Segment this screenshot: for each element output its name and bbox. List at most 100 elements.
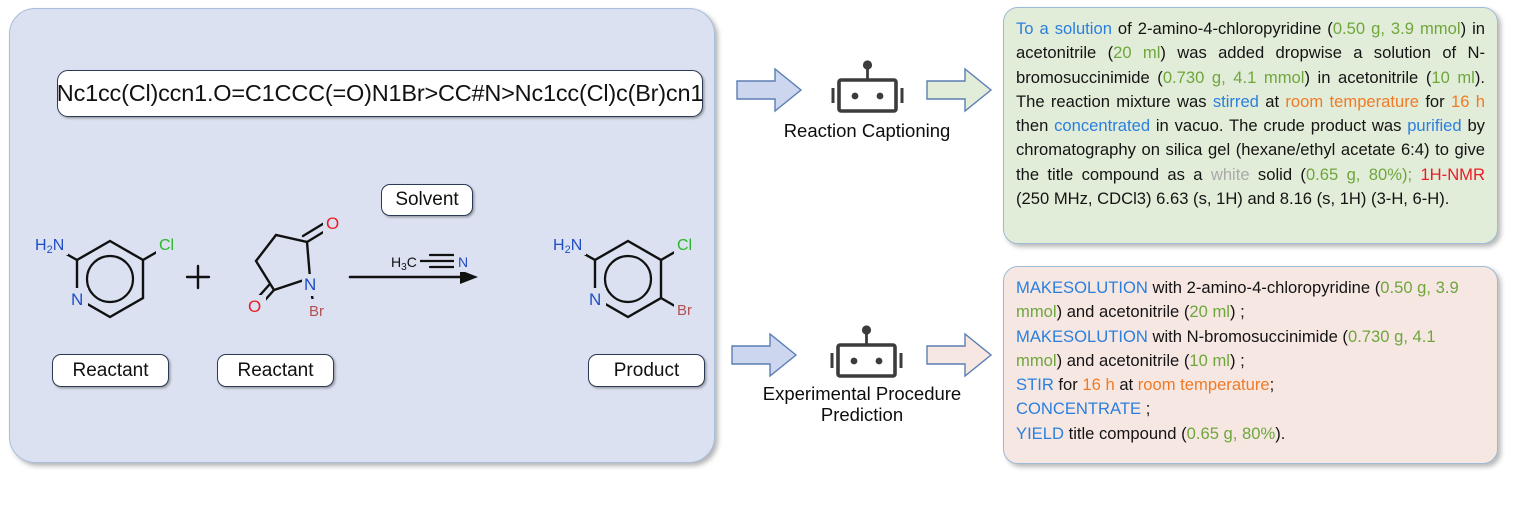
text-segment-green: 0.50 g, 3.9 mmol	[1332, 19, 1461, 38]
pipeline-2-caption-line2: Prediction	[820, 404, 904, 426]
text-segment-black: for	[1419, 91, 1451, 111]
text-segment-blue: CONCENTRATE	[1016, 399, 1142, 419]
pipeline-experimental-procedure-prediction: Experimental Procedure Prediction	[730, 325, 1000, 435]
text-segment-blue: To a solution	[1016, 19, 1112, 38]
text-segment-orange: 16 h	[1082, 375, 1115, 395]
text-segment-green: 10 ml	[1189, 350, 1230, 370]
text-segment-orange: room temperature	[1285, 91, 1419, 111]
text-segment-black: ).	[1275, 423, 1286, 443]
text-segment-green: 10 ml	[1431, 67, 1475, 87]
atom-label-n-reactant2: N	[304, 275, 316, 294]
procedure-step-line: STIR for 16 h at room temperature;	[1016, 373, 1485, 397]
reaction-scheme-diagram: H2N Cl N O O N Br H3C N H2N Cl N Br	[34, 212, 702, 321]
reaction-caption-text: To a solution of 2-amino-4-chloropyridin…	[1016, 19, 1485, 208]
text-segment-green: 0.730 g, 4.1 mmol	[1016, 326, 1436, 370]
text-segment-grey: white	[1210, 164, 1250, 184]
text-segment-green: 0.65 g, 80%);	[1305, 164, 1413, 184]
pipeline-1-caption: Reaction Captioning	[783, 120, 951, 141]
atom-label-n-reactant1: N	[71, 290, 83, 309]
experimental-procedure-output-box: MAKESOLUTION with 2-amino-4-chloropyridi…	[1003, 266, 1498, 464]
solvent-label: Solvent	[381, 184, 473, 216]
text-segment-black: solid (	[1249, 164, 1306, 184]
text-segment-green: 20 ml	[1113, 43, 1161, 63]
text-segment-black: of 2-amino-4-chloropyridine (	[1111, 19, 1333, 38]
text-segment-black: ) ;	[1229, 350, 1245, 370]
text-segment-red: 1H-NMR	[1420, 164, 1485, 184]
text-segment-blue: YIELD	[1016, 423, 1064, 443]
atom-label-br-reactant2: Br	[309, 303, 324, 320]
text-segment-black: ) in acetonitrile (	[1016, 19, 1485, 63]
text-segment-green: 20 ml	[1189, 302, 1230, 322]
atom-label-h3c-solvent: H3C	[391, 254, 417, 273]
atom-label-cl-product: Cl	[677, 237, 692, 254]
text-segment-black: with N-bromosuccinimide (	[1147, 326, 1348, 346]
plus-sign-glyph	[185, 264, 211, 290]
atom-label-br-product: Br	[677, 302, 692, 319]
text-segment-blue: stirred	[1212, 91, 1259, 111]
output-arrow-icon	[926, 332, 993, 378]
text-segment-black: (250 MHz, CDCl3) 6.63 (s, 1H) and 8.16 (…	[1016, 189, 1450, 209]
text-segment-black: ;	[1269, 375, 1275, 395]
text-segment-black: ) was added dropwise a solution of N-bro…	[1016, 43, 1485, 87]
text-segment-black: for	[1053, 375, 1083, 395]
atom-label-h2n-reactant1: H2N	[35, 237, 64, 256]
text-segment-black: then	[1016, 116, 1055, 136]
text-segment-black: ) and acetonitrile (	[1056, 350, 1190, 370]
robot-icon	[831, 60, 904, 113]
input-arrow-icon	[731, 332, 798, 378]
pipeline-1-graphics	[736, 60, 993, 113]
pipeline-2-caption-line1: Experimental Procedure	[762, 383, 962, 404]
reactant-2-label-text: Reactant	[237, 359, 314, 381]
reaction-caption-output-box: To a solution of 2-amino-4-chloropyridin…	[1003, 7, 1498, 244]
robot-icon	[830, 325, 903, 378]
text-segment-blue: STIR	[1016, 375, 1054, 395]
procedure-step-line: MAKESOLUTION with N-bromosuccinimide (0.…	[1016, 325, 1485, 374]
product-label: Product	[588, 354, 705, 387]
text-segment-blue: purified	[1407, 116, 1462, 136]
text-segment-black: ) and acetonitrile (	[1056, 302, 1190, 322]
text-segment-black: ) in acetonitrile (	[1304, 67, 1432, 87]
experimental-procedure-text: MAKESOLUTION with 2-amino-4-chloropyridi…	[1016, 276, 1485, 446]
text-segment-green: 0.50 g, 3.9 mmol	[1016, 278, 1459, 322]
text-segment-black: in vacuo. The crude product was	[1150, 116, 1408, 136]
output-arrow-icon	[926, 67, 993, 113]
procedure-step-line: CONCENTRATE ;	[1016, 397, 1485, 421]
reaction-panel: Nc1cc(Cl)ccn1.O=C1CCC(=O)N1Br>CC#N>Nc1cc…	[9, 8, 715, 463]
text-segment-black: ) ;	[1229, 302, 1245, 322]
text-segment-green: 0.65 g, 80%	[1186, 423, 1276, 443]
atom-label-o-top-reactant2: O	[326, 214, 339, 233]
solvent-label-text: Solvent	[395, 189, 459, 210]
text-segment-blue: MAKESOLUTION	[1016, 278, 1148, 297]
pipeline-reaction-captioning: Reaction Captioning	[735, 60, 1000, 155]
reactant-1-label: Reactant	[52, 354, 169, 387]
smiles-text: Nc1cc(Cl)ccn1.O=C1CCC(=O)N1Br>CC#N>Nc1cc…	[56, 80, 704, 106]
text-segment-orange: 16 h	[1451, 91, 1486, 111]
reactant-2-label: Reactant	[217, 354, 334, 387]
pipeline-2-graphics	[731, 325, 993, 378]
text-segment-green: 0.730 g, 4.1 mmol	[1162, 67, 1305, 87]
text-segment-black: by chromatography on silica gel (hexane/…	[1016, 116, 1485, 184]
atom-label-n-solvent: N	[458, 254, 468, 270]
atom-label-h2n-product: H2N	[553, 237, 582, 256]
text-segment-black: at	[1114, 375, 1138, 395]
input-arrow-icon	[736, 67, 803, 113]
atom-label-n-product: N	[589, 290, 601, 309]
text-segment-black: title compound (	[1063, 423, 1187, 443]
text-segment-black: ;	[1141, 399, 1151, 419]
solvent-structure	[412, 253, 459, 269]
atom-label-o-bottom-reactant2: O	[248, 297, 261, 316]
product-label-text: Product	[613, 359, 680, 381]
text-segment-black: with 2-amino-4-chloropyridine (	[1147, 278, 1381, 297]
reactant-1-label-text: Reactant	[72, 359, 149, 381]
pipeline-2-caption: Experimental Procedure Prediction	[732, 383, 992, 426]
reaction-arrow	[348, 270, 478, 284]
text-segment-blue: concentrated	[1054, 116, 1151, 136]
text-segment-blue: MAKESOLUTION	[1016, 326, 1148, 346]
smiles-string-box[interactable]: Nc1cc(Cl)ccn1.O=C1CCC(=O)N1Br>CC#N>Nc1cc…	[57, 70, 703, 117]
text-segment-black: at	[1258, 91, 1286, 111]
atom-label-cl-reactant1: Cl	[159, 237, 174, 254]
procedure-step-line: YIELD title compound (0.65 g, 80%).	[1016, 422, 1485, 446]
text-segment-orange: room temperature	[1137, 375, 1270, 395]
procedure-step-line: MAKESOLUTION with 2-amino-4-chloropyridi…	[1016, 276, 1485, 325]
text-segment-black: ). The reaction mixture was	[1016, 67, 1486, 111]
